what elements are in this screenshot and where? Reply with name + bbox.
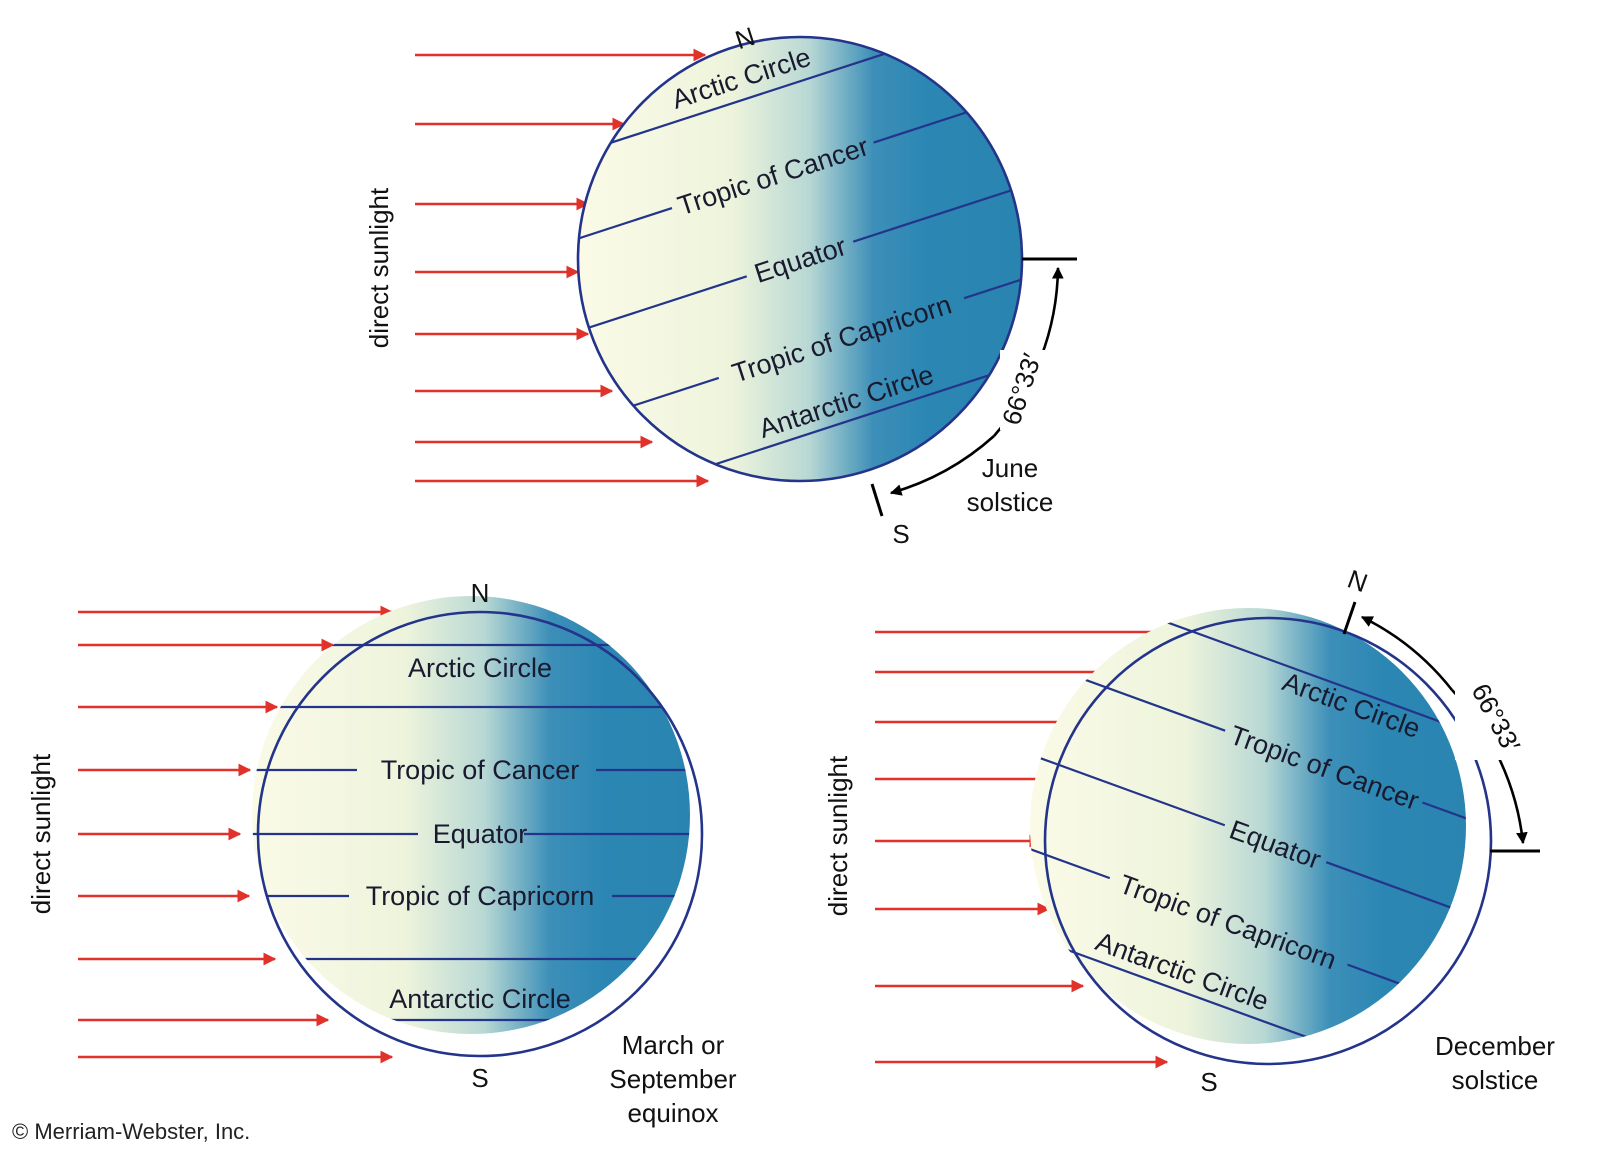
december-sunlight-rays xyxy=(875,625,1177,1069)
june-caption-line-2: solstice xyxy=(967,487,1054,517)
south-pole-label: S xyxy=(892,519,909,549)
equinox-sunlight-rays xyxy=(78,605,394,1064)
copyright-credit: © Merriam-Webster, Inc. xyxy=(12,1119,250,1144)
tropic-of-capricorn-line xyxy=(1030,828,1111,880)
equator-label: Equator xyxy=(433,819,528,849)
june-solstice-diagram: direct sunlight Arctic Circle Tropic of … xyxy=(364,21,1077,549)
tropic-of-capricorn-label: Tropic of Capricorn xyxy=(366,881,595,911)
equinox-caption-line-2: September xyxy=(609,1064,737,1094)
globe-shading xyxy=(578,37,1022,481)
equinox-caption-line-1: March or xyxy=(622,1030,725,1060)
angle-label-backdrop xyxy=(1000,350,1050,430)
globe-shading xyxy=(1030,608,1466,1044)
south-pole-label: S xyxy=(1200,1067,1217,1097)
globe-shading xyxy=(252,596,690,1034)
december-north-axis xyxy=(1342,601,1357,635)
equinox-latitude-labels: Arctic Circle Tropic of Cancer Equator T… xyxy=(366,653,595,1014)
equinox-globe xyxy=(252,596,690,1034)
june-angle-arc-lower xyxy=(889,435,995,496)
equator-line xyxy=(1030,744,1226,827)
december-globe-outline xyxy=(1043,616,1493,1066)
december-caption-line-2: solstice xyxy=(1452,1065,1539,1095)
december-caption-line-1: December xyxy=(1435,1031,1555,1061)
tropic-of-capricorn-line xyxy=(963,261,1022,300)
direct-sunlight-label: direct sunlight xyxy=(364,187,394,348)
tropic-of-cancer-line xyxy=(578,207,673,257)
direct-sunlight-label: direct sunlight xyxy=(26,753,56,914)
equinox-globe-outline xyxy=(256,610,704,1058)
equator-line xyxy=(1325,861,1466,936)
december-solstice-diagram: direct sunlight Arctic Circle Tropic of … xyxy=(823,564,1555,1097)
december-globe xyxy=(1030,608,1466,1044)
south-pole-label: S xyxy=(471,1063,488,1093)
antarctic-circle-label: Antarctic Circle xyxy=(389,984,571,1014)
north-pole-label: N xyxy=(471,578,490,608)
june-south-axis xyxy=(870,483,884,517)
equinox-diagram: direct sunlight Arctic Circle Tropic of … xyxy=(26,578,737,1128)
tropic-of-cancer-label: Tropic of Cancer xyxy=(381,755,580,785)
angle-label-backdrop xyxy=(1455,680,1515,760)
june-caption-line-1: June xyxy=(982,453,1038,483)
direct-sunlight-label: direct sunlight xyxy=(823,755,853,916)
june-sunlight-rays xyxy=(415,48,710,488)
equinox-caption-line-3: equinox xyxy=(627,1098,718,1128)
arctic-circle-label: Arctic Circle xyxy=(408,653,552,683)
north-pole-label: N xyxy=(1344,564,1372,599)
tropic-of-cancer-line xyxy=(1422,801,1466,852)
december-angle-arc-upper xyxy=(1360,615,1454,691)
